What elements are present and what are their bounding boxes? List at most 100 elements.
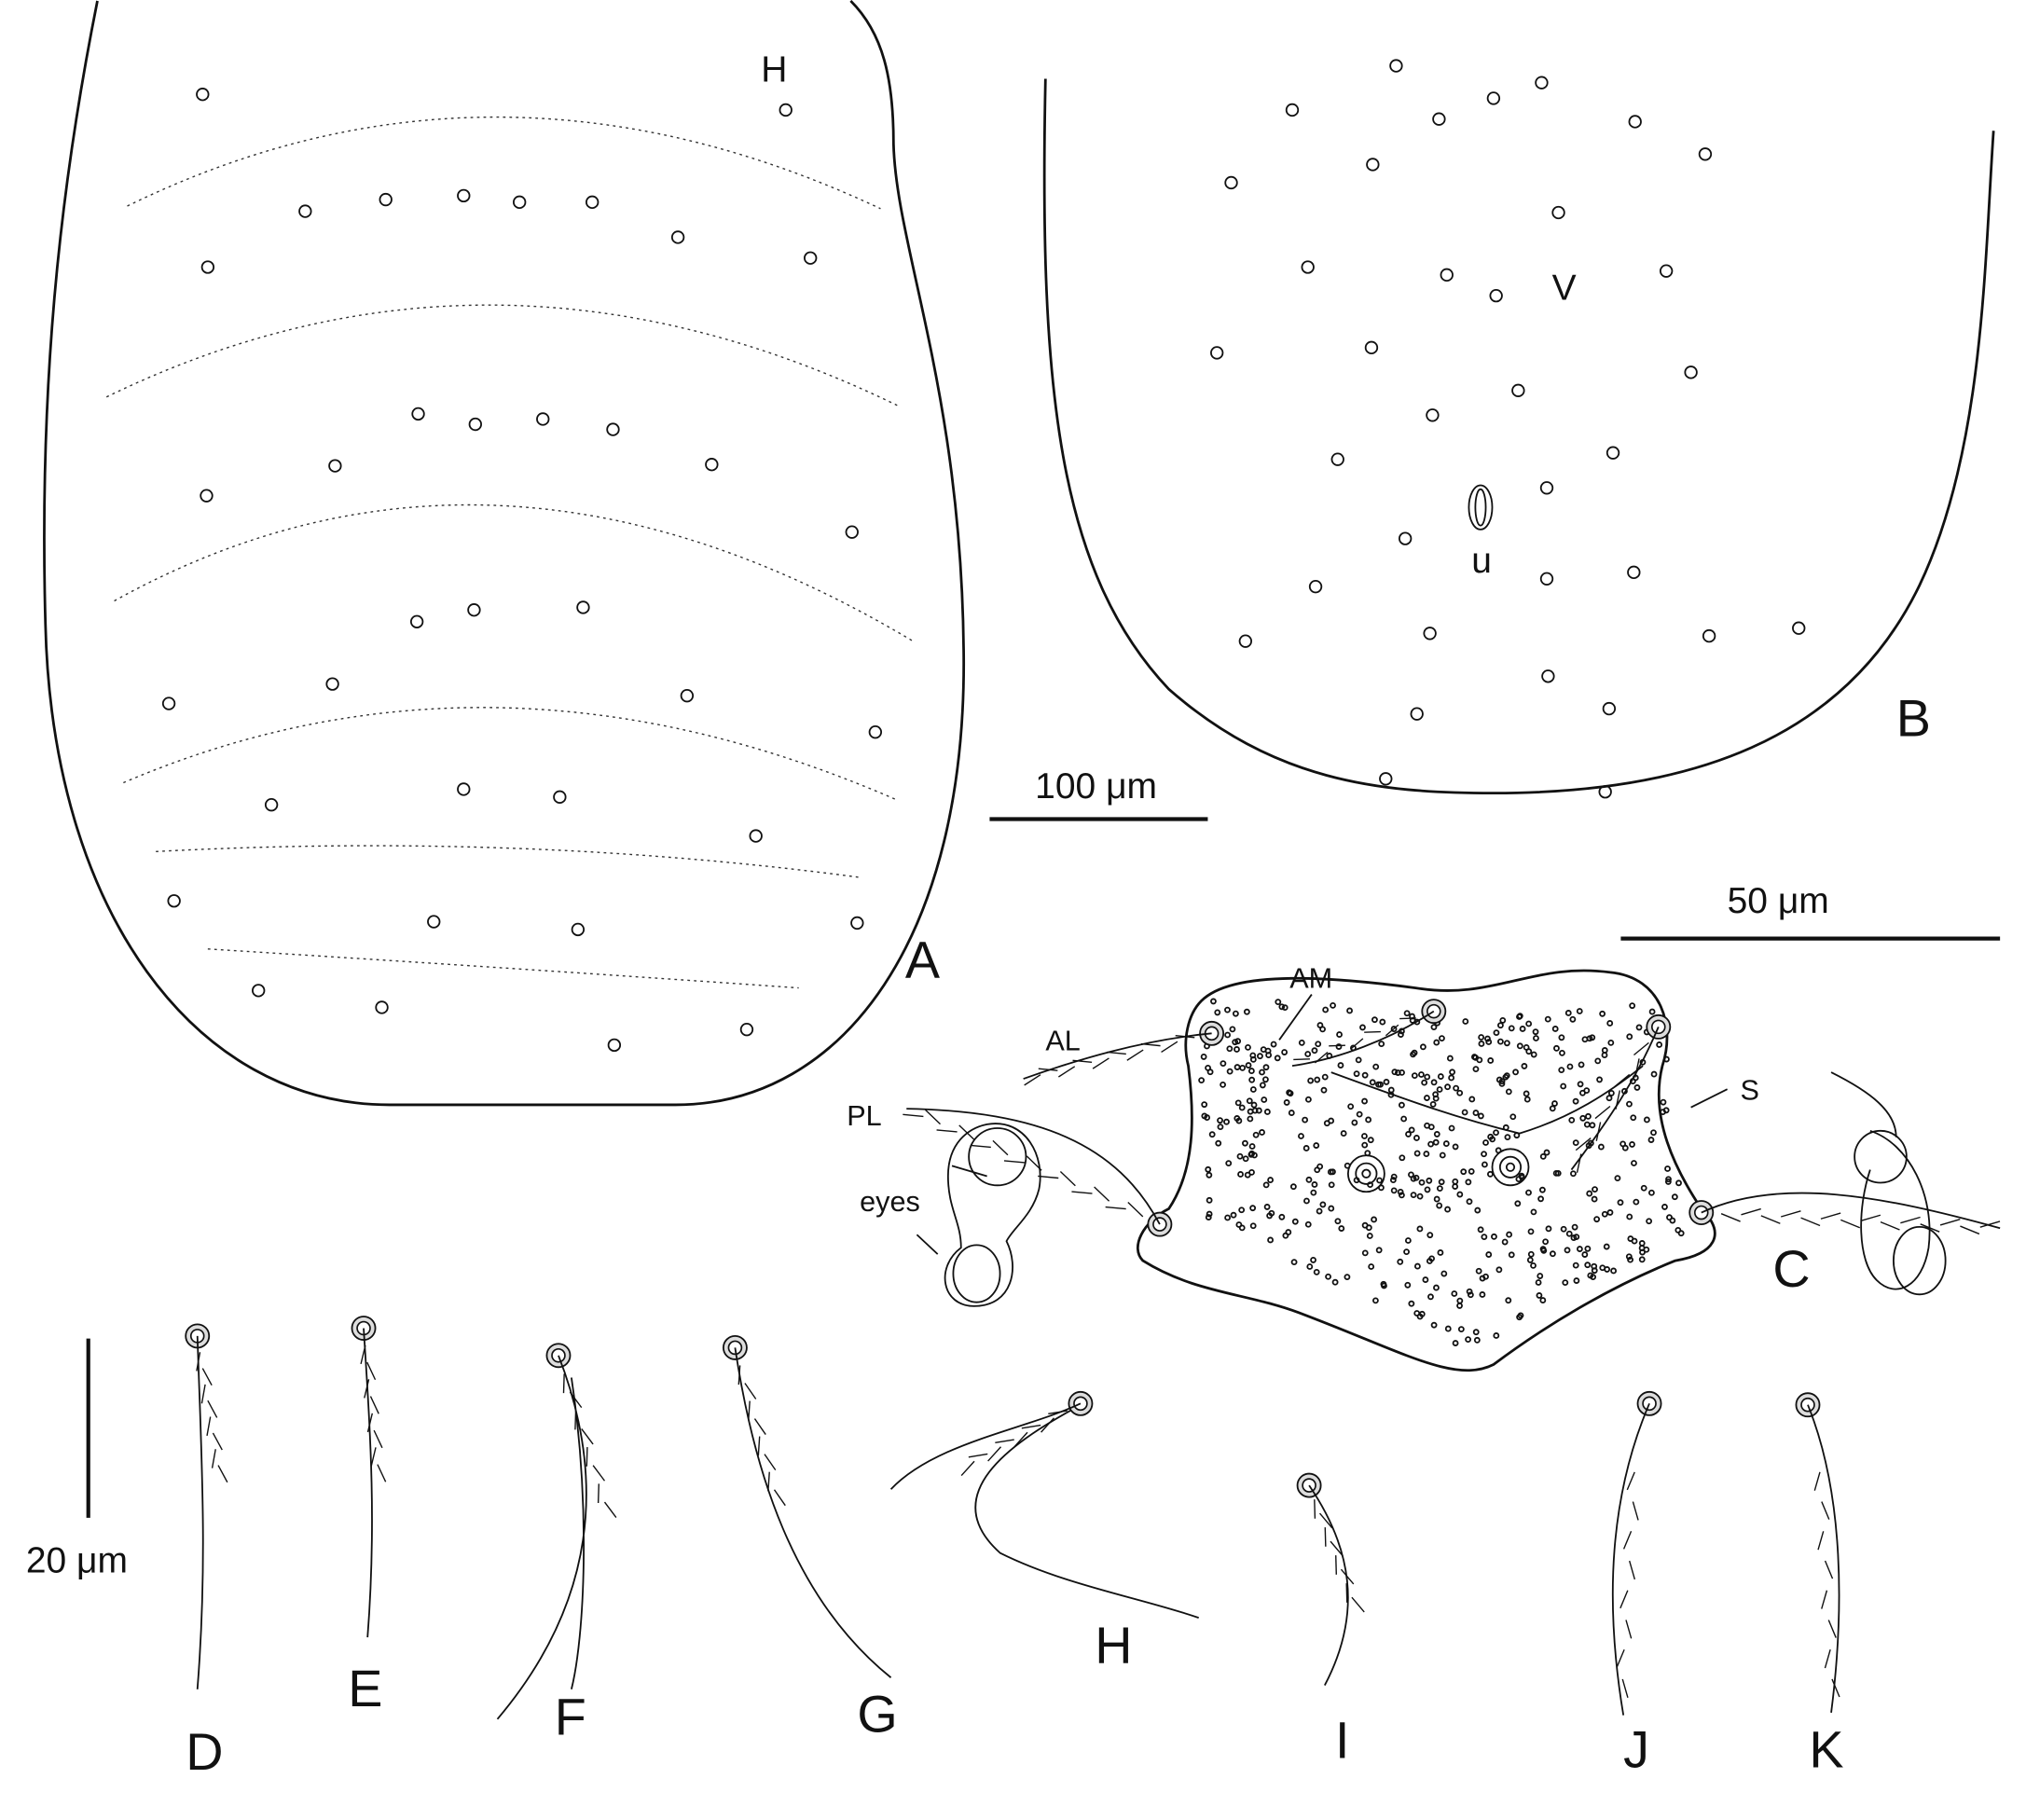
granule: [1544, 1015, 1551, 1023]
granule: [1508, 1251, 1515, 1259]
granule: [1660, 1098, 1667, 1106]
granule: [1633, 1198, 1640, 1206]
seta-socket: [804, 251, 818, 265]
granule: [1573, 1277, 1580, 1284]
granule: [1298, 1039, 1305, 1046]
panel-c: AM AL PL S eyes C: [847, 963, 2001, 1372]
panel-label-h: H: [1095, 1617, 1132, 1675]
granule: [1275, 999, 1282, 1006]
seta: [1291, 999, 1447, 1068]
granule: [1361, 1071, 1369, 1079]
granule: [1245, 1062, 1252, 1069]
granule: [1503, 1072, 1510, 1080]
seta: [351, 1316, 387, 1638]
panel-label-a: A: [905, 931, 941, 988]
granule: [1404, 1237, 1412, 1244]
granule: [1607, 1039, 1615, 1046]
granule: [1607, 1089, 1615, 1096]
segment-line: [105, 304, 900, 407]
granule: [1404, 1281, 1412, 1289]
granule: [1648, 1189, 1655, 1196]
granule: [1286, 1089, 1293, 1096]
granule: [1564, 1010, 1572, 1016]
granule: [1599, 1010, 1606, 1017]
granule: [1316, 1207, 1323, 1215]
granule: [1502, 1124, 1509, 1131]
granule: [1584, 1262, 1592, 1269]
granule: [1226, 1068, 1234, 1075]
granule: [1263, 1109, 1271, 1115]
granule: [1334, 1218, 1342, 1225]
granule: [1626, 1033, 1633, 1041]
granule: [1633, 1084, 1641, 1091]
granule: [1430, 1079, 1438, 1086]
granule: [1314, 1076, 1321, 1083]
seta-label-v: V: [1552, 268, 1577, 308]
granule: [1465, 1336, 1472, 1344]
granule: [1468, 1096, 1476, 1103]
granule: [1472, 1054, 1480, 1061]
granule: [1430, 1321, 1438, 1329]
granule: [1278, 1003, 1286, 1011]
segment-line: [207, 948, 799, 989]
granule: [1439, 1151, 1446, 1159]
panel-a-outline: [43, 0, 965, 1107]
granule: [1446, 1055, 1454, 1062]
panel-label-b: B: [1896, 689, 1931, 747]
granule: [1432, 1138, 1440, 1146]
seta-socket: [325, 677, 339, 691]
granule: [1501, 1238, 1509, 1246]
granule: [1606, 1095, 1613, 1102]
granule: [1448, 1124, 1455, 1132]
granule: [1451, 1290, 1458, 1297]
granule: [1413, 1150, 1421, 1157]
granule: [1405, 1131, 1412, 1138]
granule: [1391, 1069, 1399, 1076]
granule: [1660, 1109, 1666, 1116]
seta-socket: [167, 894, 181, 908]
segment-line: [123, 707, 897, 801]
granule: [1465, 1179, 1472, 1186]
seta-socket: [1489, 288, 1503, 303]
granule: [1569, 1015, 1577, 1023]
granule: [1201, 1101, 1208, 1109]
granule: [1247, 1108, 1254, 1115]
granule: [1234, 1064, 1241, 1070]
granule: [1217, 1117, 1223, 1124]
granule: [1248, 1150, 1256, 1157]
seta-socket: [1389, 59, 1403, 73]
seta: [1570, 1013, 1672, 1173]
granule: [1665, 1176, 1672, 1183]
granule: [1255, 1107, 1262, 1114]
granule: [1666, 1214, 1673, 1221]
granule: [1530, 1051, 1537, 1058]
seta-socket: [1627, 565, 1641, 580]
granule: [1403, 1010, 1411, 1017]
granule: [1310, 1256, 1316, 1263]
head-plate: [1137, 969, 1716, 1372]
granule: [1482, 1139, 1489, 1146]
granule: [1421, 1079, 1428, 1086]
granule: [1257, 1053, 1263, 1060]
granule: [1398, 1101, 1405, 1109]
seta: [903, 1108, 1173, 1237]
granule: [1232, 1039, 1239, 1046]
segment-line: [156, 845, 861, 878]
seta-socket: [670, 230, 685, 244]
granule: [1259, 1129, 1265, 1136]
granule: [1436, 1202, 1443, 1209]
granule: [1444, 1083, 1451, 1091]
granule: [1592, 1186, 1598, 1193]
granule: [1249, 1055, 1257, 1063]
granule: [1675, 1179, 1682, 1187]
inner-eye-left: [1346, 1154, 1385, 1193]
granule: [1367, 1137, 1374, 1144]
granule: [1590, 1274, 1597, 1281]
granule: [1525, 1020, 1533, 1027]
granule: [1461, 1109, 1468, 1116]
seta-socket: [328, 459, 342, 473]
granule: [1377, 1081, 1384, 1088]
granule: [1497, 1022, 1504, 1029]
granule: [1514, 1200, 1522, 1207]
